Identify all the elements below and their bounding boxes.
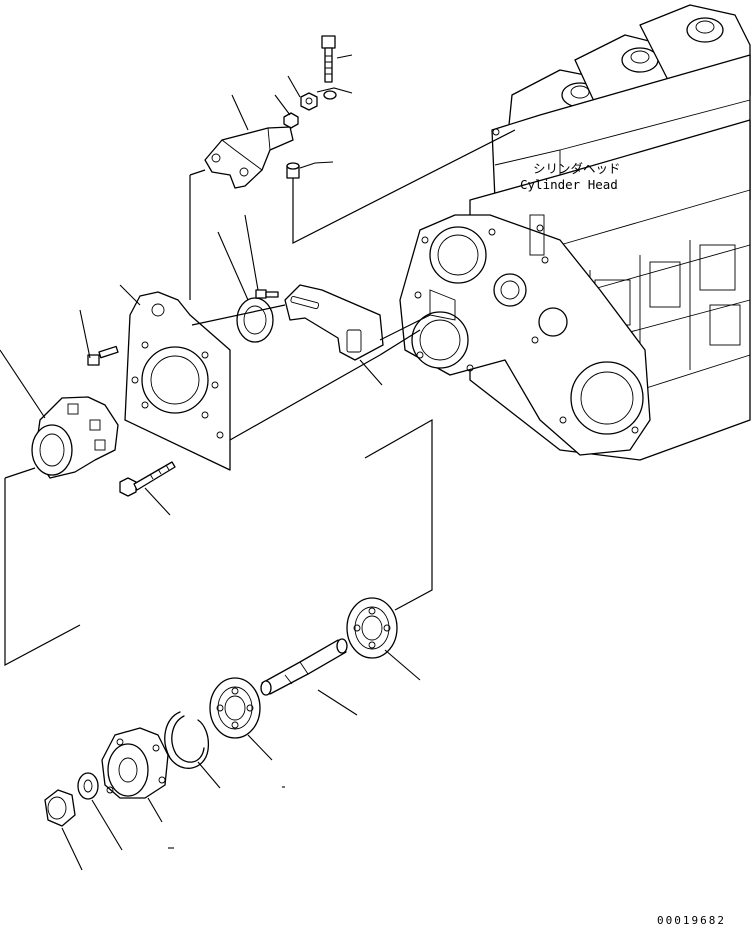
pump-housing <box>31 396 119 479</box>
gasket <box>236 297 274 343</box>
long-bolt-lower <box>119 461 176 497</box>
long-bolt <box>321 35 336 83</box>
drawing-number: 00019682 <box>657 914 726 927</box>
mounting-bracket <box>204 126 294 189</box>
flange <box>101 727 169 799</box>
nut <box>300 92 318 111</box>
snap-ring <box>164 711 210 769</box>
cylinder-head-label: シリンダヘッド Cylinder Head <box>520 161 621 192</box>
small-bolt-left <box>87 345 119 366</box>
small-bolt-upper <box>255 289 279 299</box>
label-english: Cylinder Head <box>520 177 618 192</box>
washer-lower <box>77 772 99 800</box>
label-japanese: シリンダヘッド <box>533 161 621 176</box>
washer <box>323 90 337 100</box>
assembly-frame-lines <box>4 129 516 666</box>
nut-lower <box>44 789 76 827</box>
mounting-plate <box>124 291 231 471</box>
shaft <box>260 638 348 696</box>
leader-lines <box>0 54 421 871</box>
engine-block <box>399 4 751 461</box>
support-bracket <box>284 284 384 361</box>
bearing-middle <box>209 677 261 739</box>
collar <box>286 162 300 179</box>
bearing-right <box>346 597 398 659</box>
bracket-assembly <box>204 35 337 189</box>
